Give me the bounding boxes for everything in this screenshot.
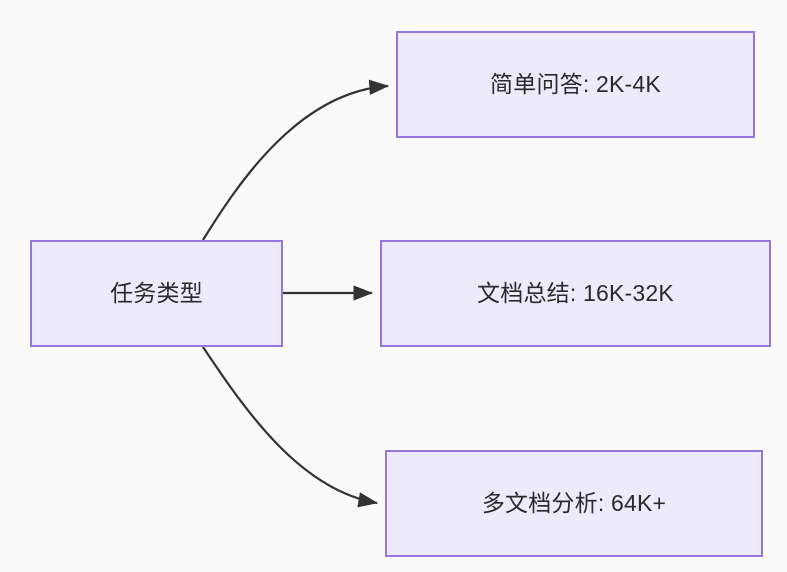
node-document-summary[interactable]: 文档总结: 16K-32K: [380, 240, 771, 347]
node-multi-document-analysis[interactable]: 多文档分析: 64K+: [385, 450, 763, 557]
node-task-type-root[interactable]: 任务类型: [30, 240, 283, 347]
node-label-simple-qa: 简单问答: 2K-4K: [490, 70, 661, 97]
node-label-document-summary: 文档总结: 16K-32K: [477, 279, 674, 306]
node-label-multi-document-analysis: 多文档分析: 64K+: [481, 489, 667, 516]
edge-root-to-multi-doc: [202, 346, 379, 508]
node-simple-qa[interactable]: 简单问答: 2K-4K: [396, 31, 755, 138]
edge-root-to-simple-qa: [202, 79, 390, 241]
node-label-root: 任务类型: [110, 279, 203, 306]
